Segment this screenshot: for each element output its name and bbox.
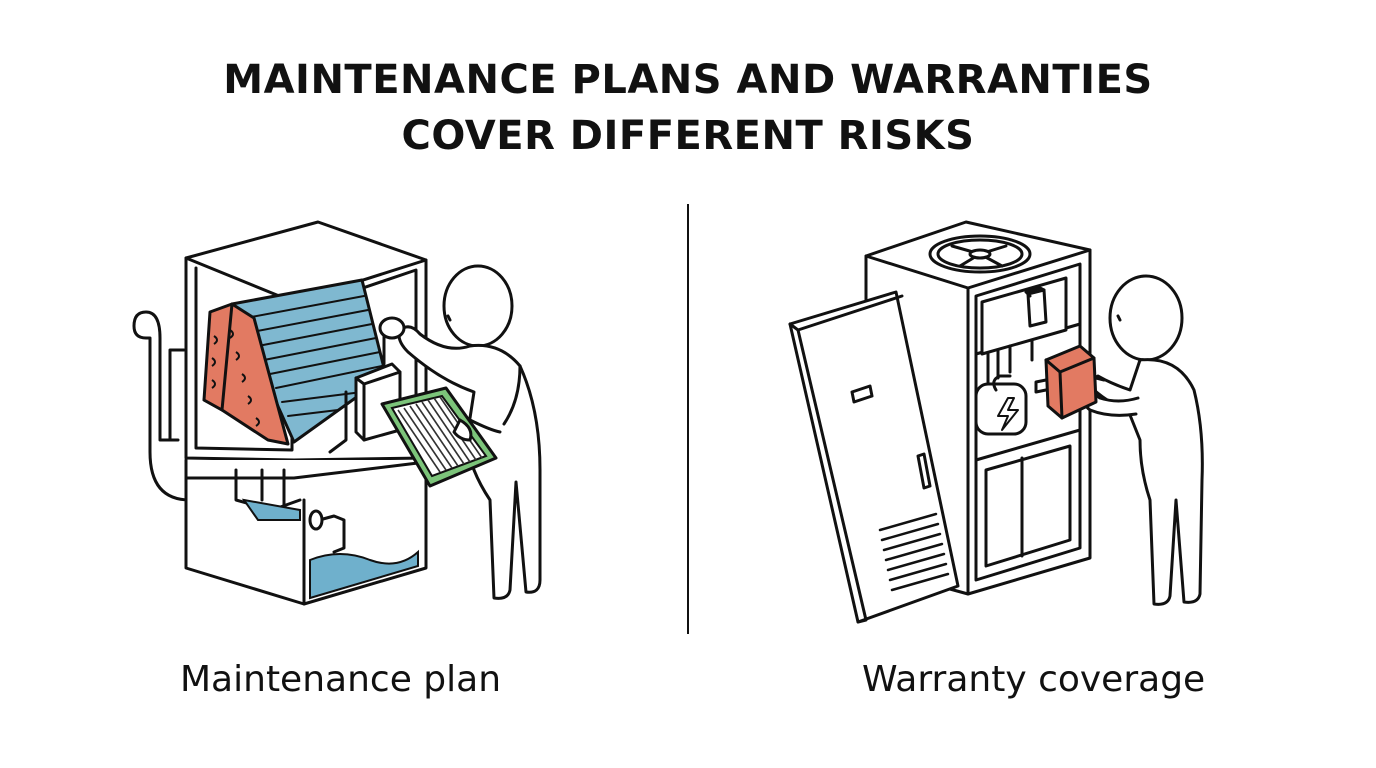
diagram-title: MAINTENANCE PLANS AND WARRANTIES COVER D…: [0, 52, 1376, 164]
cabinet-door-icon[interactable]: [788, 290, 960, 624]
maintenance-illustration: [132, 220, 542, 606]
drain-pan-icon: [184, 458, 428, 606]
control-box-icon: [328, 334, 402, 454]
replacement-part-icon[interactable]: [1034, 344, 1106, 420]
warranty-illustration: [788, 220, 1204, 624]
technician-icon: [378, 264, 542, 600]
maintenance-plan-caption: Maintenance plan: [180, 659, 502, 700]
panel-divider: [687, 204, 689, 634]
technician-icon: [1083, 274, 1204, 606]
title-line-1: MAINTENANCE PLANS AND WARRANTIES: [223, 57, 1153, 103]
air-filter-icon: [380, 386, 498, 488]
refrigerant-pipe-icon: [132, 310, 242, 502]
capacitor-icon: [974, 338, 1034, 436]
title-line-2: COVER DIFFERENT RISKS: [401, 113, 975, 159]
warranty-coverage-caption: Warranty coverage: [862, 659, 1206, 700]
fan-icon: [928, 234, 1032, 274]
